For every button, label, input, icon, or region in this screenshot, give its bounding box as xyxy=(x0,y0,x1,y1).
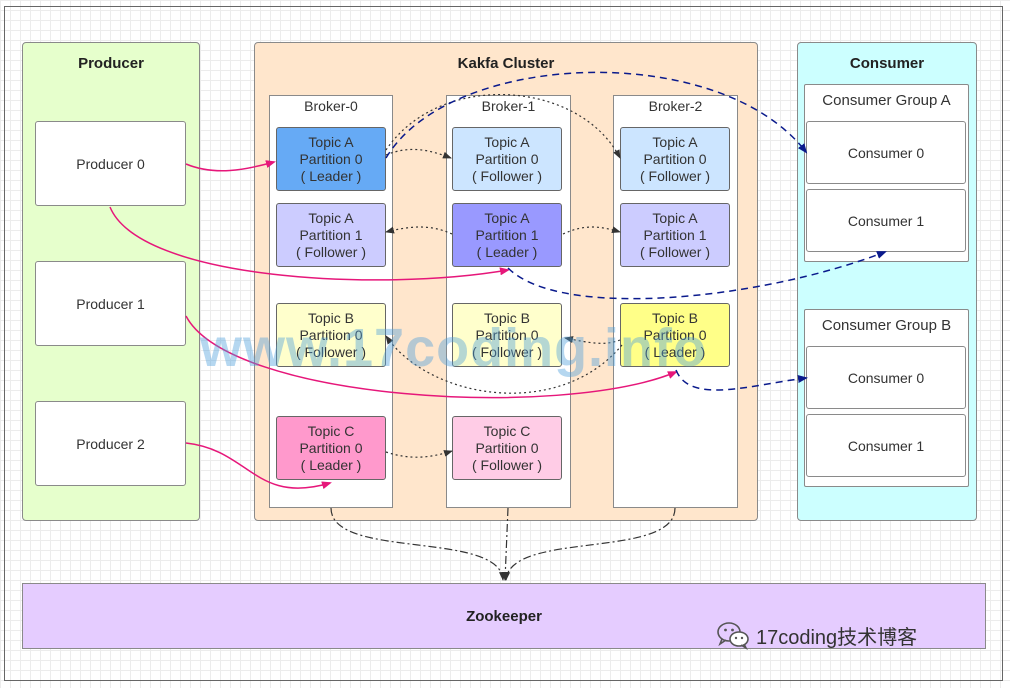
broker-0-topic-a-partition-0[interactable]: Topic A Partition 0 ( Leader ) xyxy=(276,127,386,191)
watermark-text: www.17coding.info xyxy=(200,318,708,378)
broker-1-to-zookeeper-connector xyxy=(501,507,509,581)
partition-number: Partition 1 xyxy=(643,226,707,243)
partition-role: ( Leader ) xyxy=(476,243,538,260)
replication-a1-b1-to-b0-arrow xyxy=(385,226,453,235)
kafka-cluster-title: Kakfa Cluster xyxy=(457,55,555,72)
broker-1-label: Broker-1 xyxy=(481,98,536,114)
producer-2-label: Producer 2 xyxy=(76,435,145,452)
partition-topic: Topic A xyxy=(484,209,530,226)
broker-1-topic-c-partition-0[interactable]: Topic C Partition 0 ( Follower ) xyxy=(452,416,562,480)
wechat-attribution: 17coding技术博客 xyxy=(716,620,917,650)
partition-role: ( Follower ) xyxy=(295,243,366,260)
producer-0-box[interactable]: Producer 0 xyxy=(35,121,186,206)
consumer-label: Consumer 0 xyxy=(847,369,925,386)
broker-1-topic-a-partition-1[interactable]: Topic A Partition 1 ( Leader ) xyxy=(452,203,562,267)
partition-topic: Topic A xyxy=(308,209,354,226)
partition-role: ( Leader ) xyxy=(300,456,362,473)
partition-topic: Topic B xyxy=(652,309,698,326)
broker-0-topic-b-partition-0[interactable]: Topic B Partition 0 ( Follower ) xyxy=(276,303,386,367)
zookeeper-label: Zookeeper xyxy=(466,607,542,625)
partition-role: ( Follower ) xyxy=(295,343,366,360)
broker-0-label: Broker-0 xyxy=(304,98,358,114)
consumer-label: Consumer 0 xyxy=(847,144,925,161)
producer-2-box[interactable]: Producer 2 xyxy=(35,401,186,486)
broker-1-topic-a-partition-0[interactable]: Topic A Partition 0 ( Follower ) xyxy=(452,127,562,191)
producer-0-to-topic-a-p1-arrow xyxy=(109,206,510,281)
replication-a1-b1-to-b2-arrow xyxy=(562,226,621,235)
consumer-label: Consumer 1 xyxy=(847,437,925,454)
partition-number: Partition 0 xyxy=(643,150,707,167)
replication-b-b2-to-b0-arrow xyxy=(385,335,623,394)
wechat-icon xyxy=(717,622,749,650)
partition-topic: Topic C xyxy=(483,422,531,439)
replication-a0-b0-to-b2-arrow xyxy=(385,93,621,159)
consumer-label: Consumer 1 xyxy=(847,212,925,229)
broker-0-to-zookeeper-connector xyxy=(330,507,506,581)
partition-number: Partition 0 xyxy=(299,439,363,456)
partition-role: ( Follower ) xyxy=(471,343,542,360)
group-a-consumer-0[interactable]: Consumer 0 xyxy=(806,121,966,184)
partition-role: ( Follower ) xyxy=(471,167,542,184)
producer-0-label: Producer 0 xyxy=(76,155,145,172)
topic-b-to-group-b-consumer-0-arrow xyxy=(675,369,808,391)
partition-topic: Topic A xyxy=(652,209,698,226)
broker-0-topic-a-partition-1[interactable]: Topic A Partition 1 ( Follower ) xyxy=(276,203,386,267)
broker-2-to-zookeeper-connector xyxy=(503,507,676,581)
producer-1-label: Producer 1 xyxy=(76,295,145,312)
broker-2-topic-b-partition-0[interactable]: Topic B Partition 0 ( Leader ) xyxy=(620,303,730,367)
diagram-frame xyxy=(4,6,1003,681)
partition-role: ( Follower ) xyxy=(471,456,542,473)
group-b-consumer-0[interactable]: Consumer 0 xyxy=(806,346,966,409)
partition-role: ( Leader ) xyxy=(644,343,706,360)
consumer-group-b-label: Consumer Group B xyxy=(821,317,952,334)
partition-topic: Topic B xyxy=(308,309,354,326)
broker-2-topic-a-partition-0[interactable]: Topic A Partition 0 ( Follower ) xyxy=(620,127,730,191)
group-a-consumer-1[interactable]: Consumer 1 xyxy=(806,189,966,252)
partition-number: Partition 0 xyxy=(475,439,539,456)
partition-role: ( Leader ) xyxy=(300,167,362,184)
partition-topic: Topic B xyxy=(484,309,530,326)
partition-number: Partition 0 xyxy=(299,150,363,167)
broker-2-topic-a-partition-1[interactable]: Topic A Partition 1 ( Follower ) xyxy=(620,203,730,267)
partition-number: Partition 1 xyxy=(475,226,539,243)
producer-1-box[interactable]: Producer 1 xyxy=(35,261,186,346)
partition-topic: Topic A xyxy=(652,133,698,150)
broker-1-topic-b-partition-0[interactable]: Topic B Partition 0 ( Follower ) xyxy=(452,303,562,367)
partition-topic: Topic A xyxy=(308,133,354,150)
producer-0-to-topic-a-p0-arrow xyxy=(185,160,276,172)
zookeeper-box[interactable]: Zookeeper xyxy=(22,583,986,649)
partition-topic: Topic A xyxy=(484,133,530,150)
partition-number: Partition 1 xyxy=(299,226,363,243)
topic-a-p1-to-group-a-consumer-1-arrow xyxy=(507,251,887,300)
topic-a-p0-to-group-a-consumer-0-arrow xyxy=(385,71,808,159)
broker-0-topic-c-partition-0[interactable]: Topic C Partition 0 ( Leader ) xyxy=(276,416,386,480)
partition-number: Partition 0 xyxy=(643,326,707,343)
partition-number: Partition 0 xyxy=(475,326,539,343)
partition-number: Partition 0 xyxy=(475,150,539,167)
producer-1-to-topic-b-arrow xyxy=(185,315,678,399)
consumer-panel-title: Consumer xyxy=(849,55,925,72)
partition-role: ( Follower ) xyxy=(639,167,710,184)
wechat-attribution-text: 17coding技术博客 xyxy=(756,626,918,649)
replication-c-b0-to-b1-arrow xyxy=(385,450,453,458)
broker-2-label: Broker-2 xyxy=(648,98,703,114)
group-b-consumer-1[interactable]: Consumer 1 xyxy=(806,414,966,477)
producer-panel-title: Producer xyxy=(78,55,144,72)
consumer-group-a-label: Consumer Group A xyxy=(822,92,951,109)
replication-a0-b0-to-b1-arrow xyxy=(385,148,452,159)
producer-2-to-topic-c-arrow xyxy=(185,442,332,490)
partition-topic: Topic C xyxy=(307,422,355,439)
partition-number: Partition 0 xyxy=(299,326,363,343)
partition-role: ( Follower ) xyxy=(639,243,710,260)
